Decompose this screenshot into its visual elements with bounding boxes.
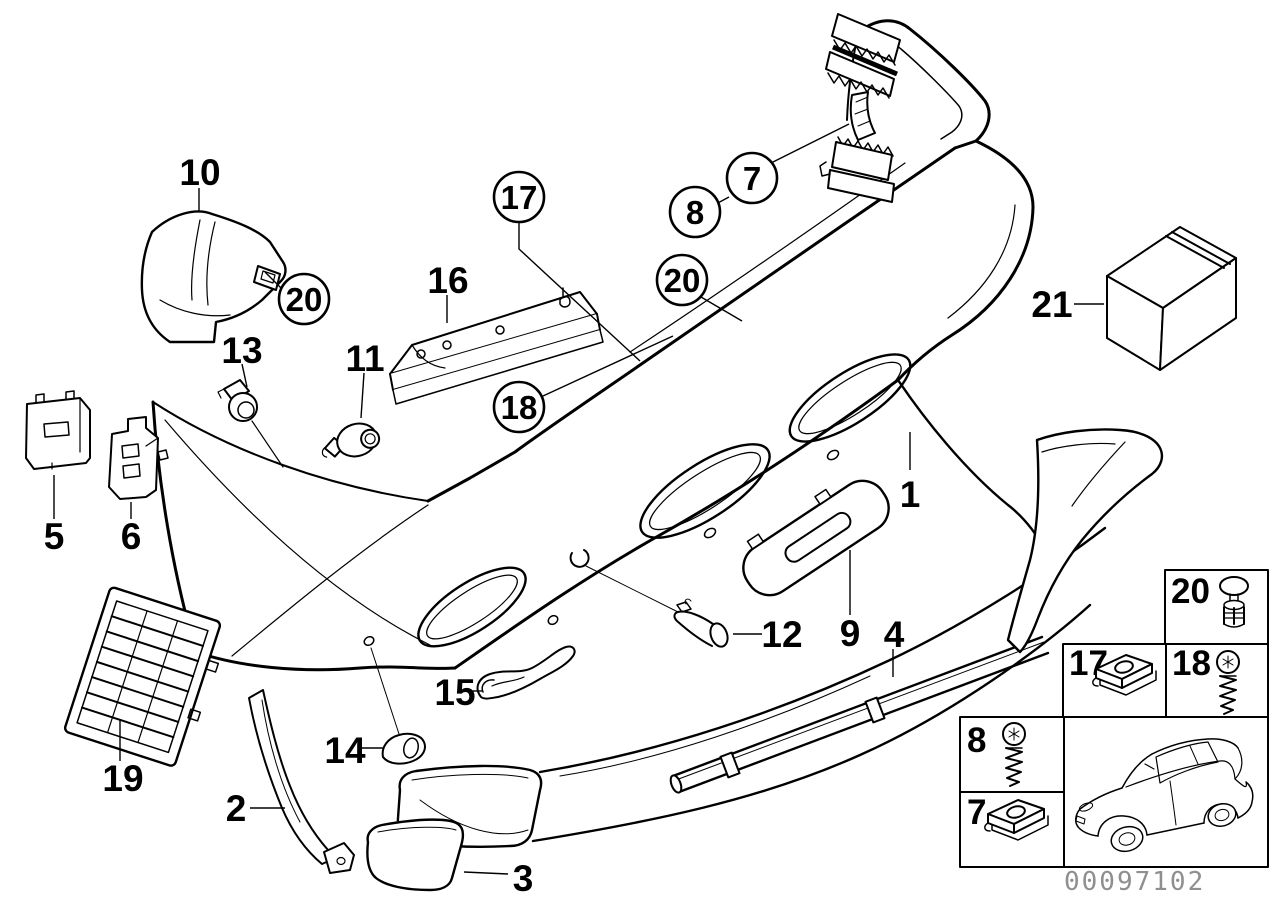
callout-number: 8 bbox=[686, 194, 704, 231]
part-bumper-trim-panel bbox=[151, 19, 1050, 672]
part-corner-molding-10 bbox=[140, 210, 287, 344]
callout-16[interactable]: 16 bbox=[427, 260, 469, 323]
legend-label-7: 7 bbox=[967, 793, 986, 832]
part-side-support-bracket bbox=[819, 13, 901, 203]
legend-cell-18[interactable] bbox=[1165, 643, 1269, 718]
callout-5[interactable]: 5 bbox=[44, 475, 65, 557]
callout-number: 5 bbox=[44, 516, 65, 557]
callout-leader-line bbox=[518, 222, 641, 362]
callout-circle bbox=[277, 272, 331, 326]
callout-4[interactable]: 4 bbox=[884, 614, 905, 677]
callout-number: 21 bbox=[1031, 284, 1072, 325]
callout-3[interactable]: 3 bbox=[463, 858, 534, 899]
callout-number: 18 bbox=[501, 389, 538, 426]
callout-number: 20 bbox=[286, 281, 323, 318]
callout-15[interactable]: 15 bbox=[434, 672, 482, 713]
part-sensor-13 bbox=[217, 379, 284, 468]
callout-11[interactable]: 11 bbox=[345, 338, 385, 419]
callout-number: 9 bbox=[840, 613, 861, 654]
callout-2[interactable]: 2 bbox=[226, 788, 285, 829]
callout-21[interactable]: 21 bbox=[1031, 284, 1104, 325]
callout-number: 17 bbox=[501, 179, 538, 216]
callout-number: 2 bbox=[226, 788, 247, 829]
image-number-watermark: 00097102 bbox=[1064, 867, 1205, 897]
part-protective-strip-4 bbox=[669, 635, 1050, 794]
part-cap-14 bbox=[370, 647, 426, 765]
callout-number: 14 bbox=[324, 730, 366, 771]
callout-14[interactable]: 14 bbox=[324, 730, 384, 771]
artwork bbox=[25, 13, 1237, 892]
callout-number: 12 bbox=[761, 614, 802, 655]
callout-12[interactable]: 12 bbox=[733, 614, 803, 655]
callout-10[interactable]: 10 bbox=[179, 152, 221, 212]
legend-label-20: 20 bbox=[1171, 572, 1210, 611]
part-bracket-5 bbox=[25, 390, 91, 470]
legend-cell-car bbox=[1063, 716, 1269, 868]
callout-17[interactable]: 17 bbox=[492, 170, 641, 362]
callout-leader-line bbox=[264, 271, 284, 291]
part-trim-strip-2 bbox=[248, 689, 355, 874]
part-pad-3-lower bbox=[366, 818, 465, 892]
callout-leader-line bbox=[770, 123, 850, 164]
callout-number: 15 bbox=[434, 672, 475, 713]
callout-leader-line bbox=[542, 335, 674, 397]
callout-circle bbox=[725, 151, 779, 205]
callout-leader-line bbox=[360, 372, 365, 419]
legend-label-8: 8 bbox=[967, 721, 986, 760]
callout-18[interactable]: 18 bbox=[492, 335, 674, 434]
callout-number: 13 bbox=[221, 330, 262, 371]
hardware-legend-inset: 20 17 18 8 7 bbox=[959, 569, 1269, 897]
part-sensor-11 bbox=[321, 422, 381, 458]
car-location-icon bbox=[1075, 738, 1254, 853]
callout-number: 7 bbox=[743, 160, 761, 197]
callout-number: 4 bbox=[884, 614, 905, 655]
callout-circle bbox=[668, 185, 722, 239]
callout-leader-line bbox=[241, 363, 248, 388]
callout-number: 20 bbox=[664, 262, 701, 299]
callout-circle bbox=[492, 380, 546, 434]
part-filler-panel-16 bbox=[389, 287, 604, 405]
legend-cell-20[interactable] bbox=[1164, 569, 1269, 645]
callout-circle bbox=[655, 253, 709, 307]
callout-8[interactable]: 8 bbox=[668, 185, 730, 239]
callout-20[interactable]: 20 bbox=[264, 271, 331, 326]
callout-leader-line bbox=[463, 871, 509, 875]
callout-20[interactable]: 20 bbox=[655, 253, 743, 322]
part-bracket-6 bbox=[108, 416, 169, 500]
callout-number: 1 bbox=[900, 474, 921, 515]
callout-circle bbox=[492, 170, 546, 224]
part-reflector-strip-9 bbox=[742, 479, 890, 597]
callout-number: 6 bbox=[121, 516, 142, 557]
callout-13[interactable]: 13 bbox=[221, 330, 263, 388]
callout-6[interactable]: 6 bbox=[121, 502, 142, 557]
callout-number: 3 bbox=[513, 858, 534, 899]
callout-9[interactable]: 9 bbox=[840, 550, 861, 654]
callout-number: 19 bbox=[102, 758, 143, 799]
part-grille-19 bbox=[63, 586, 222, 767]
callout-number: 11 bbox=[345, 338, 384, 379]
callout-19[interactable]: 19 bbox=[102, 719, 144, 799]
callout-number: 16 bbox=[427, 260, 468, 301]
part-hook-15 bbox=[476, 645, 576, 700]
callout-number: 10 bbox=[179, 152, 220, 193]
part-box-21 bbox=[1106, 226, 1237, 371]
callout-1[interactable]: 1 bbox=[900, 432, 921, 515]
callout-7[interactable]: 7 bbox=[725, 123, 850, 205]
part-funnel-12 bbox=[585, 565, 729, 648]
callout-leader-line bbox=[700, 296, 743, 322]
legend-label-18: 18 bbox=[1172, 644, 1211, 683]
part-end-piece-right bbox=[1006, 428, 1164, 654]
